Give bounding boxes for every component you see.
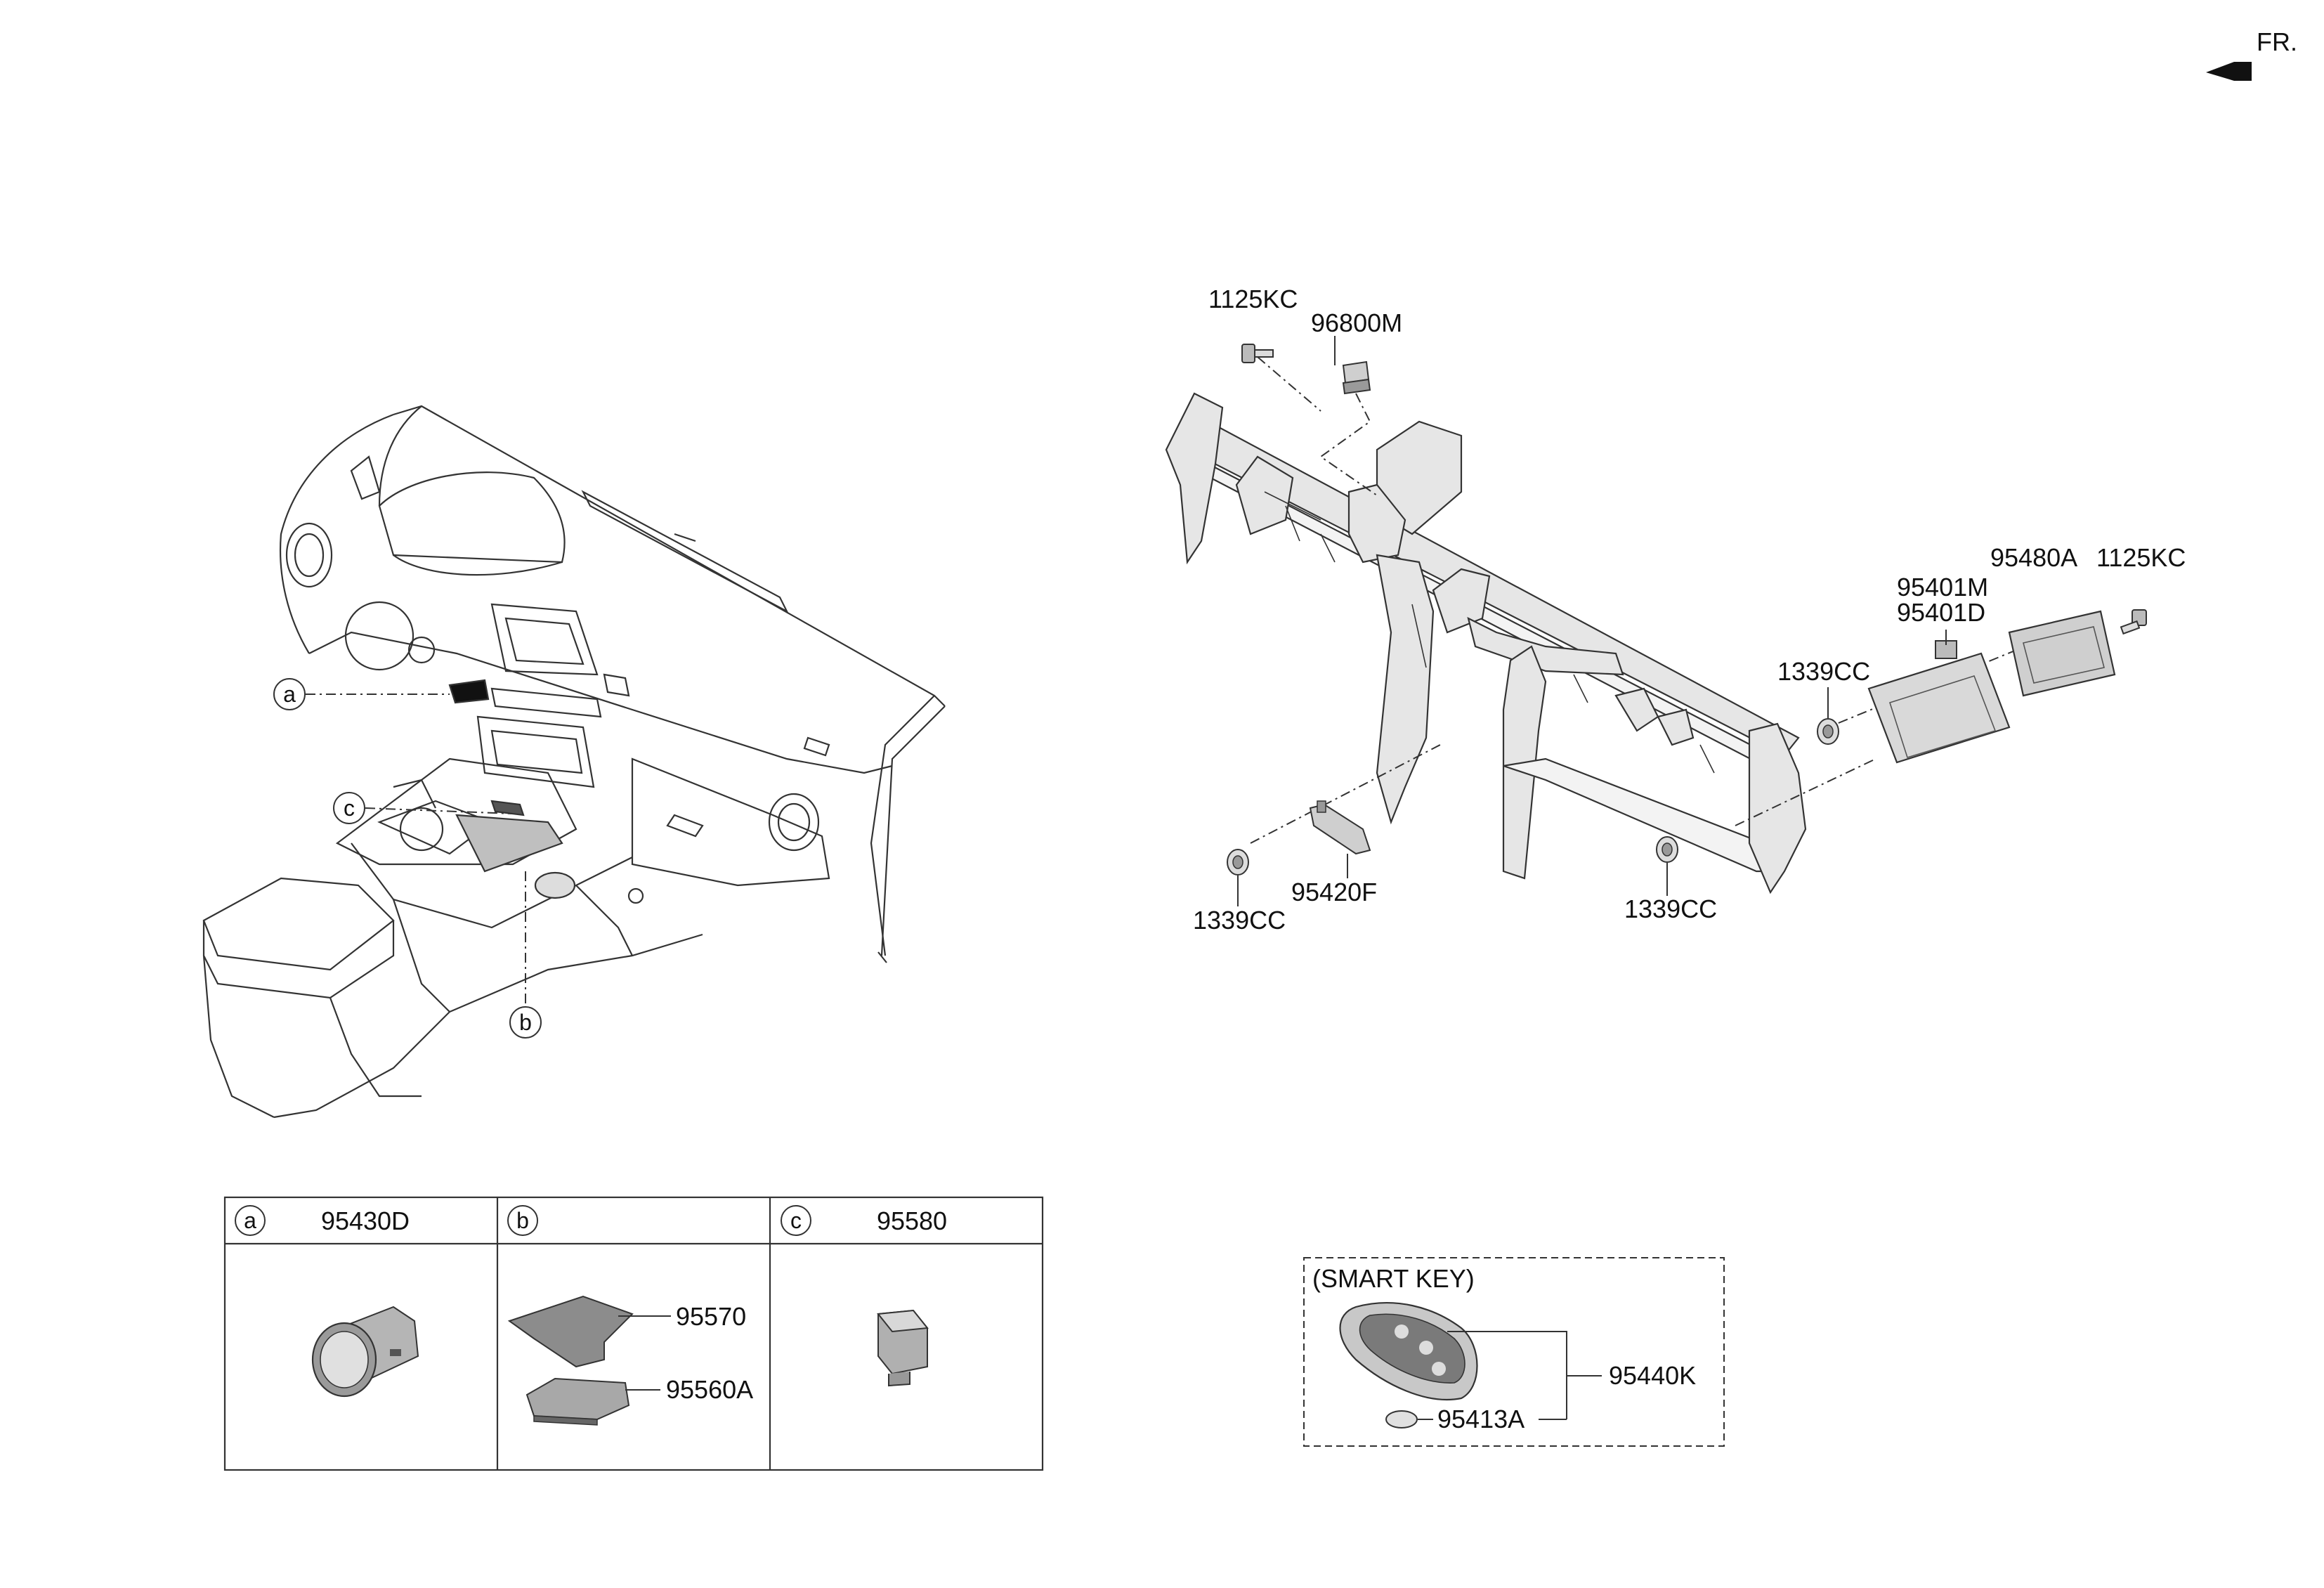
antenna-icon	[1309, 800, 1371, 855]
table-cell-b-letter: b	[516, 1208, 529, 1233]
smart-key-assembly-label: 95440K	[1609, 1361, 1696, 1390]
switch-module-icon	[877, 1309, 929, 1387]
module-top-icon	[1342, 360, 1371, 395]
ecu-module-icon	[1867, 640, 2011, 764]
dashboard-illustration	[202, 405, 946, 1119]
front-direction-indicator: FR.	[2206, 27, 2297, 81]
label-antenna: 95420F	[1291, 878, 1377, 906]
label-leader-lines	[1237, 336, 1947, 906]
nut-center-icon	[1656, 836, 1678, 863]
bolt-right-icon	[2120, 609, 2147, 635]
table-cell-a-letter: a	[244, 1208, 256, 1233]
table-cell-b-header: b	[507, 1205, 538, 1236]
cell-b-item-module: 95560A	[666, 1375, 753, 1404]
callout-a-letter: a	[283, 682, 296, 707]
module-right-icon	[2008, 610, 2116, 697]
label-bolt-right: 1125KC	[2096, 543, 2186, 572]
table-cell-a-part: 95430D	[321, 1206, 410, 1235]
label-nut-center: 1339CC	[1624, 894, 1717, 923]
label-bolt-top: 1125KC	[1208, 285, 1298, 313]
charger-module-icon	[525, 1377, 630, 1426]
component-table	[223, 1196, 1044, 1471]
coin-battery-icon	[1385, 1410, 1418, 1428]
smart-key-battery-label: 95413A	[1437, 1405, 1525, 1433]
cell-b-item-pad: 95570	[676, 1302, 746, 1331]
cowl-crossmember	[1165, 392, 1807, 894]
front-arrow-icon	[2206, 62, 2252, 81]
cell-b-leaders	[618, 1315, 671, 1391]
label-module-top: 96800M	[1311, 308, 1402, 337]
part-labels: 1125KC 96800M 95401M 95401D 95480A 1125K…	[1193, 285, 2186, 935]
nut-left-icon	[1227, 849, 1249, 876]
smart-key-leaders	[1418, 1331, 1602, 1420]
callout-b-letter: b	[519, 1010, 532, 1035]
bolt-top-icon	[1241, 344, 1274, 363]
label-nut-right: 1339CC	[1777, 657, 1870, 686]
label-nut-left: 1339CC	[1193, 906, 1286, 935]
callout-c-letter: c	[344, 795, 355, 821]
nut-right-icon	[1817, 718, 1839, 745]
start-button-icon	[311, 1306, 419, 1398]
label-module-right: 95480A	[1990, 543, 2077, 572]
table-cell-c-header: c 95580	[781, 1205, 947, 1236]
label-ecu-b: 95401D	[1897, 598, 1985, 627]
callout-a-marker: a	[273, 678, 306, 710]
smart-key-title: (SMART KEY)	[1312, 1264, 1475, 1293]
table-cell-a-header: a 95430D	[235, 1205, 410, 1236]
smart-key-fob-icon	[1339, 1302, 1478, 1401]
dashboard-callout-leaders	[306, 694, 526, 1005]
callout-b-marker: b	[509, 1006, 542, 1039]
table-cell-c-part: 95580	[877, 1206, 947, 1235]
front-label: FR.	[2257, 27, 2297, 56]
crossmember-details	[1264, 491, 1715, 774]
callout-c-marker: c	[333, 792, 365, 824]
table-cell-c-letter: c	[790, 1208, 802, 1233]
antenna-pad-icon	[507, 1295, 634, 1368]
label-ecu-a: 95401M	[1897, 573, 1988, 601]
